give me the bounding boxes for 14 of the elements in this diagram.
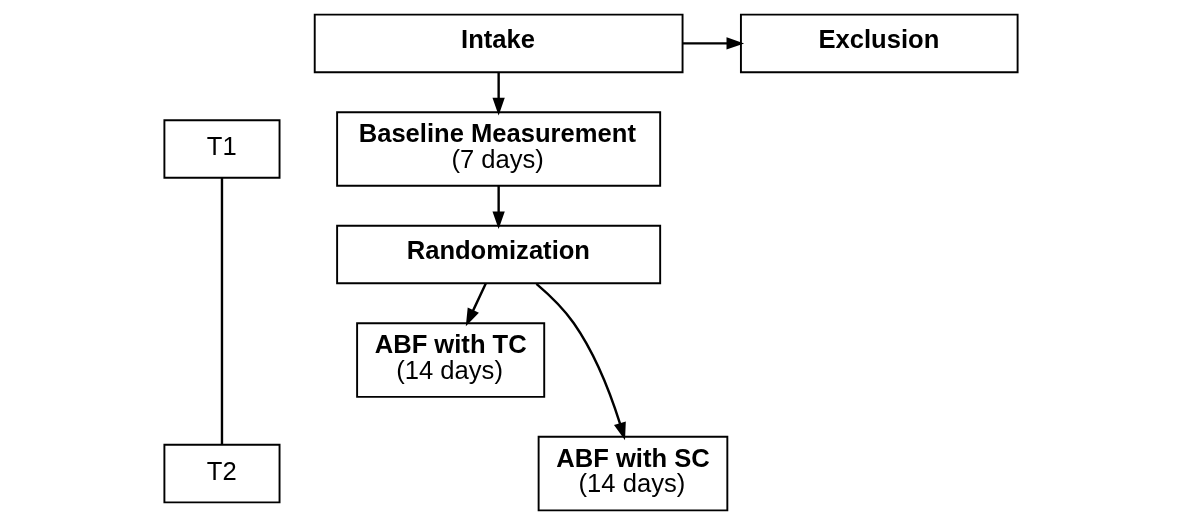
node-box: Exclusion (739, 13, 1019, 74)
arrow (682, 37, 744, 50)
node-box: T2 (162, 443, 280, 504)
arrow (491, 72, 505, 116)
arrow (535, 283, 626, 441)
node-box: T1 (162, 119, 280, 179)
node-box: ABF with SC (14 days) (537, 435, 728, 512)
connector (220, 177, 223, 445)
node-box: Baseline Measurement (7 days) (335, 111, 661, 187)
arrow (465, 283, 487, 327)
arrow (491, 185, 505, 229)
node-box: ABF with TC (14 days) (355, 322, 545, 398)
node-box: Randomization (335, 224, 661, 285)
node-box: Intake (313, 13, 683, 74)
